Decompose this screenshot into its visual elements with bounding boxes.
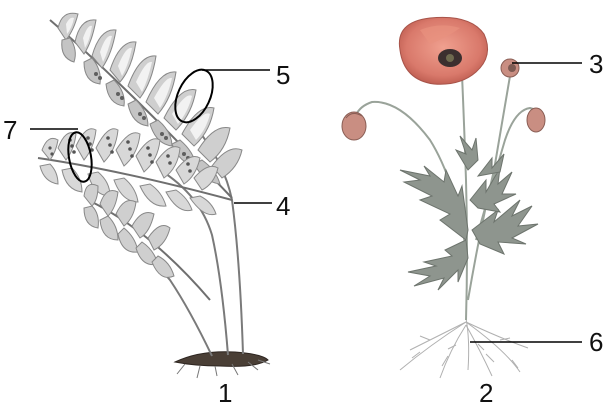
callout-label-3: 3 bbox=[589, 51, 603, 77]
fern-frond-lower bbox=[84, 184, 210, 300]
fern-rhizome bbox=[175, 352, 270, 378]
poppy-plant bbox=[342, 17, 545, 378]
callout-label-4: 4 bbox=[276, 193, 290, 219]
callout-label-6: 6 bbox=[589, 329, 603, 355]
fern-plant bbox=[38, 13, 270, 378]
poppy-roots bbox=[400, 318, 528, 378]
callout-label-5: 5 bbox=[276, 62, 290, 88]
poppy-figure-number: 2 bbox=[479, 380, 493, 406]
fern-figure-number: 1 bbox=[218, 380, 232, 406]
callout-label-7: 7 bbox=[3, 117, 17, 143]
poppy-leaves bbox=[400, 136, 538, 290]
poppy-flower bbox=[399, 17, 487, 84]
